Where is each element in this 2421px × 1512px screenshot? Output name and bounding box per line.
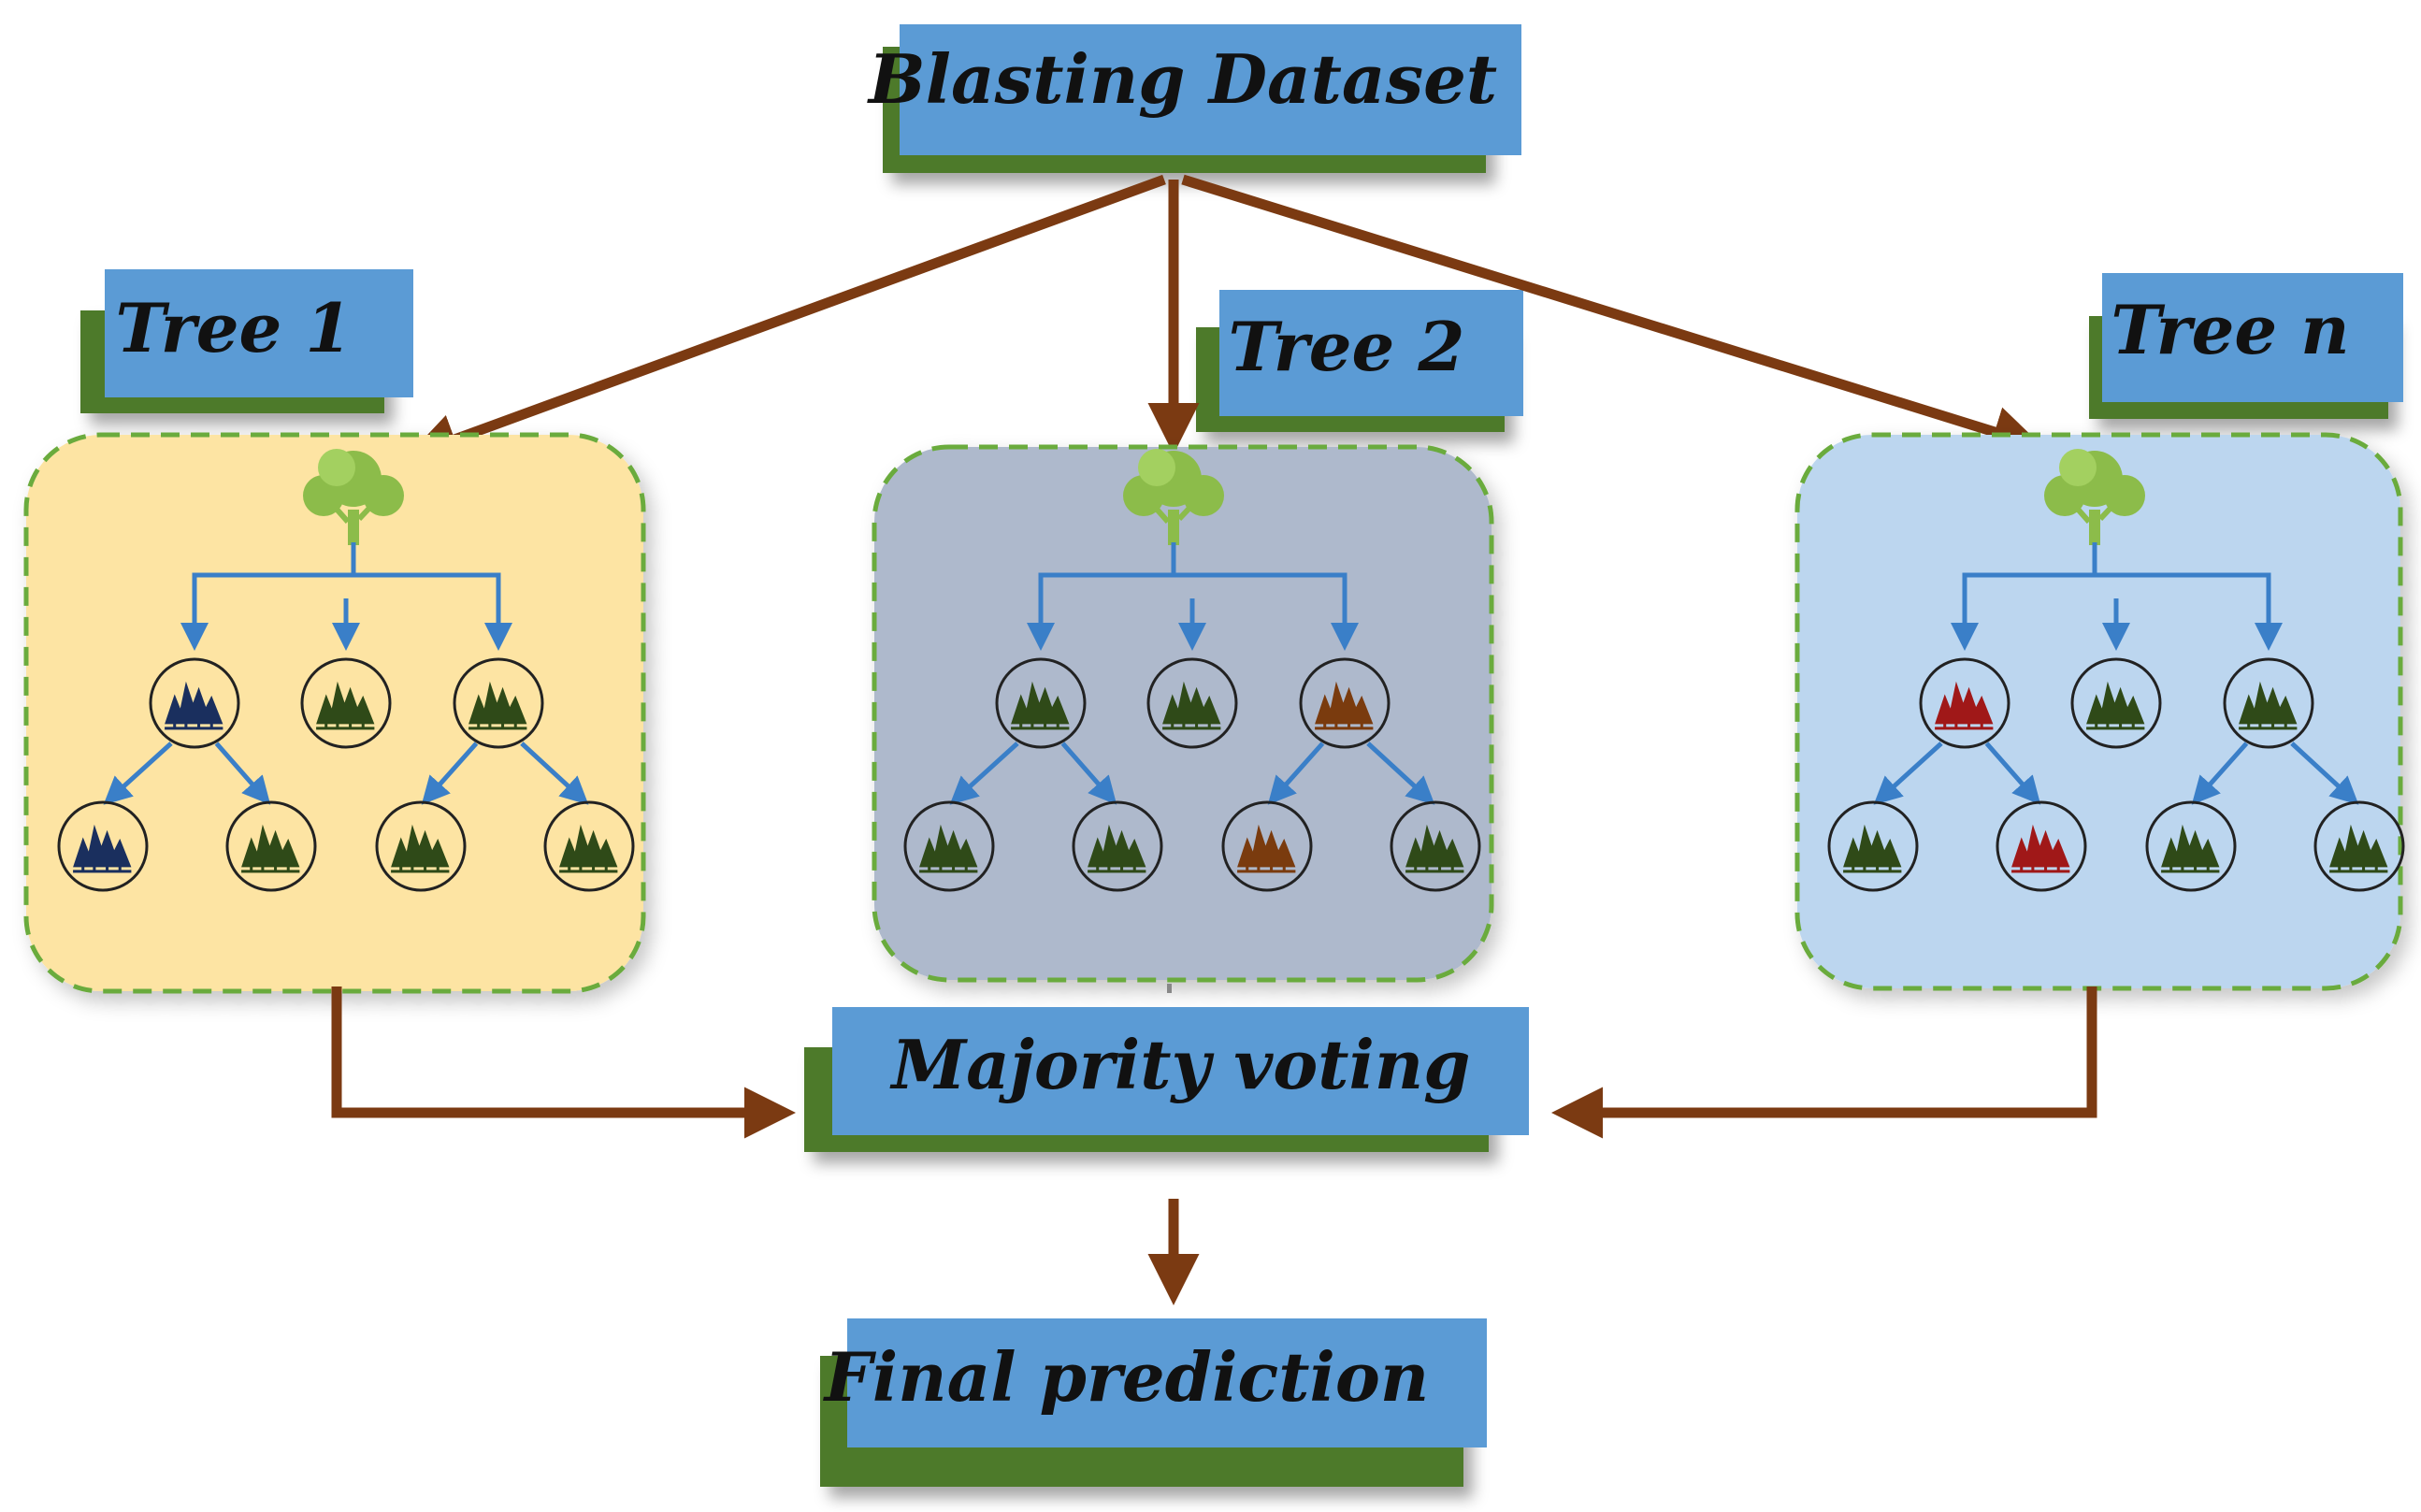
trees-to-voting-arrows — [331, 986, 2097, 1139]
tree-node — [57, 800, 149, 892]
tree-node — [2070, 657, 2162, 749]
tree-node — [2313, 800, 2405, 892]
tree-1-label-box: Tree 1 — [80, 269, 413, 413]
root-tree-icon — [2044, 449, 2145, 545]
blasting-dataset-label: Blasting Dataset — [867, 39, 1497, 119]
tree-node — [1996, 800, 2087, 892]
final-prediction-label: Final prediction — [823, 1337, 1430, 1417]
tree-node — [1299, 657, 1391, 749]
tree-1-label: Tree 1 — [115, 288, 352, 367]
dot-mark — [1167, 984, 1172, 993]
tree-1-structure — [57, 449, 635, 892]
tree-edges — [1873, 542, 2359, 805]
tree-node — [543, 800, 635, 892]
dataset-to-trees-arrows — [406, 174, 2044, 464]
majority-voting-label: Majority voting — [888, 1025, 1470, 1104]
arrow-tree-n-to-voting — [1551, 986, 2097, 1139]
final-prediction-box: Final prediction — [820, 1318, 1487, 1487]
tree-2-label: Tree 2 — [1228, 307, 1464, 386]
tree-node — [453, 657, 544, 749]
tree-node — [2145, 800, 2237, 892]
arrow-to-tree-1 — [406, 174, 1166, 464]
tree-node — [1827, 800, 1919, 892]
arrow-to-tree-n — [1181, 174, 2044, 457]
tree-n-label: Tree n — [2111, 290, 2349, 369]
tree-2-structure — [903, 449, 1481, 892]
tree-node — [300, 657, 392, 749]
majority-voting-box: Majority voting — [804, 1007, 1529, 1152]
tree-node — [1390, 800, 1481, 892]
tree-node — [1221, 800, 1313, 892]
tree-node — [149, 657, 240, 749]
tree-node — [1919, 657, 2010, 749]
arrow-tree-1-to-voting — [331, 986, 796, 1139]
tree-n-structure — [1827, 449, 2405, 892]
tree-node — [1146, 657, 1238, 749]
tree-node — [903, 800, 995, 892]
tree-2-label-box: Tree 2 — [1196, 290, 1523, 432]
blasting-dataset-box: Blasting Dataset — [867, 24, 1521, 173]
tree-edges — [103, 542, 589, 805]
root-tree-icon — [1123, 449, 1224, 545]
tree-n-label-box: Tree n — [2089, 273, 2403, 419]
tree-node — [1072, 800, 1163, 892]
tree-node — [375, 800, 467, 892]
tree-node — [2223, 657, 2314, 749]
root-tree-icon — [303, 449, 404, 545]
tree-edges — [949, 542, 1435, 805]
tree-node — [995, 657, 1087, 749]
tree-node — [225, 800, 317, 892]
